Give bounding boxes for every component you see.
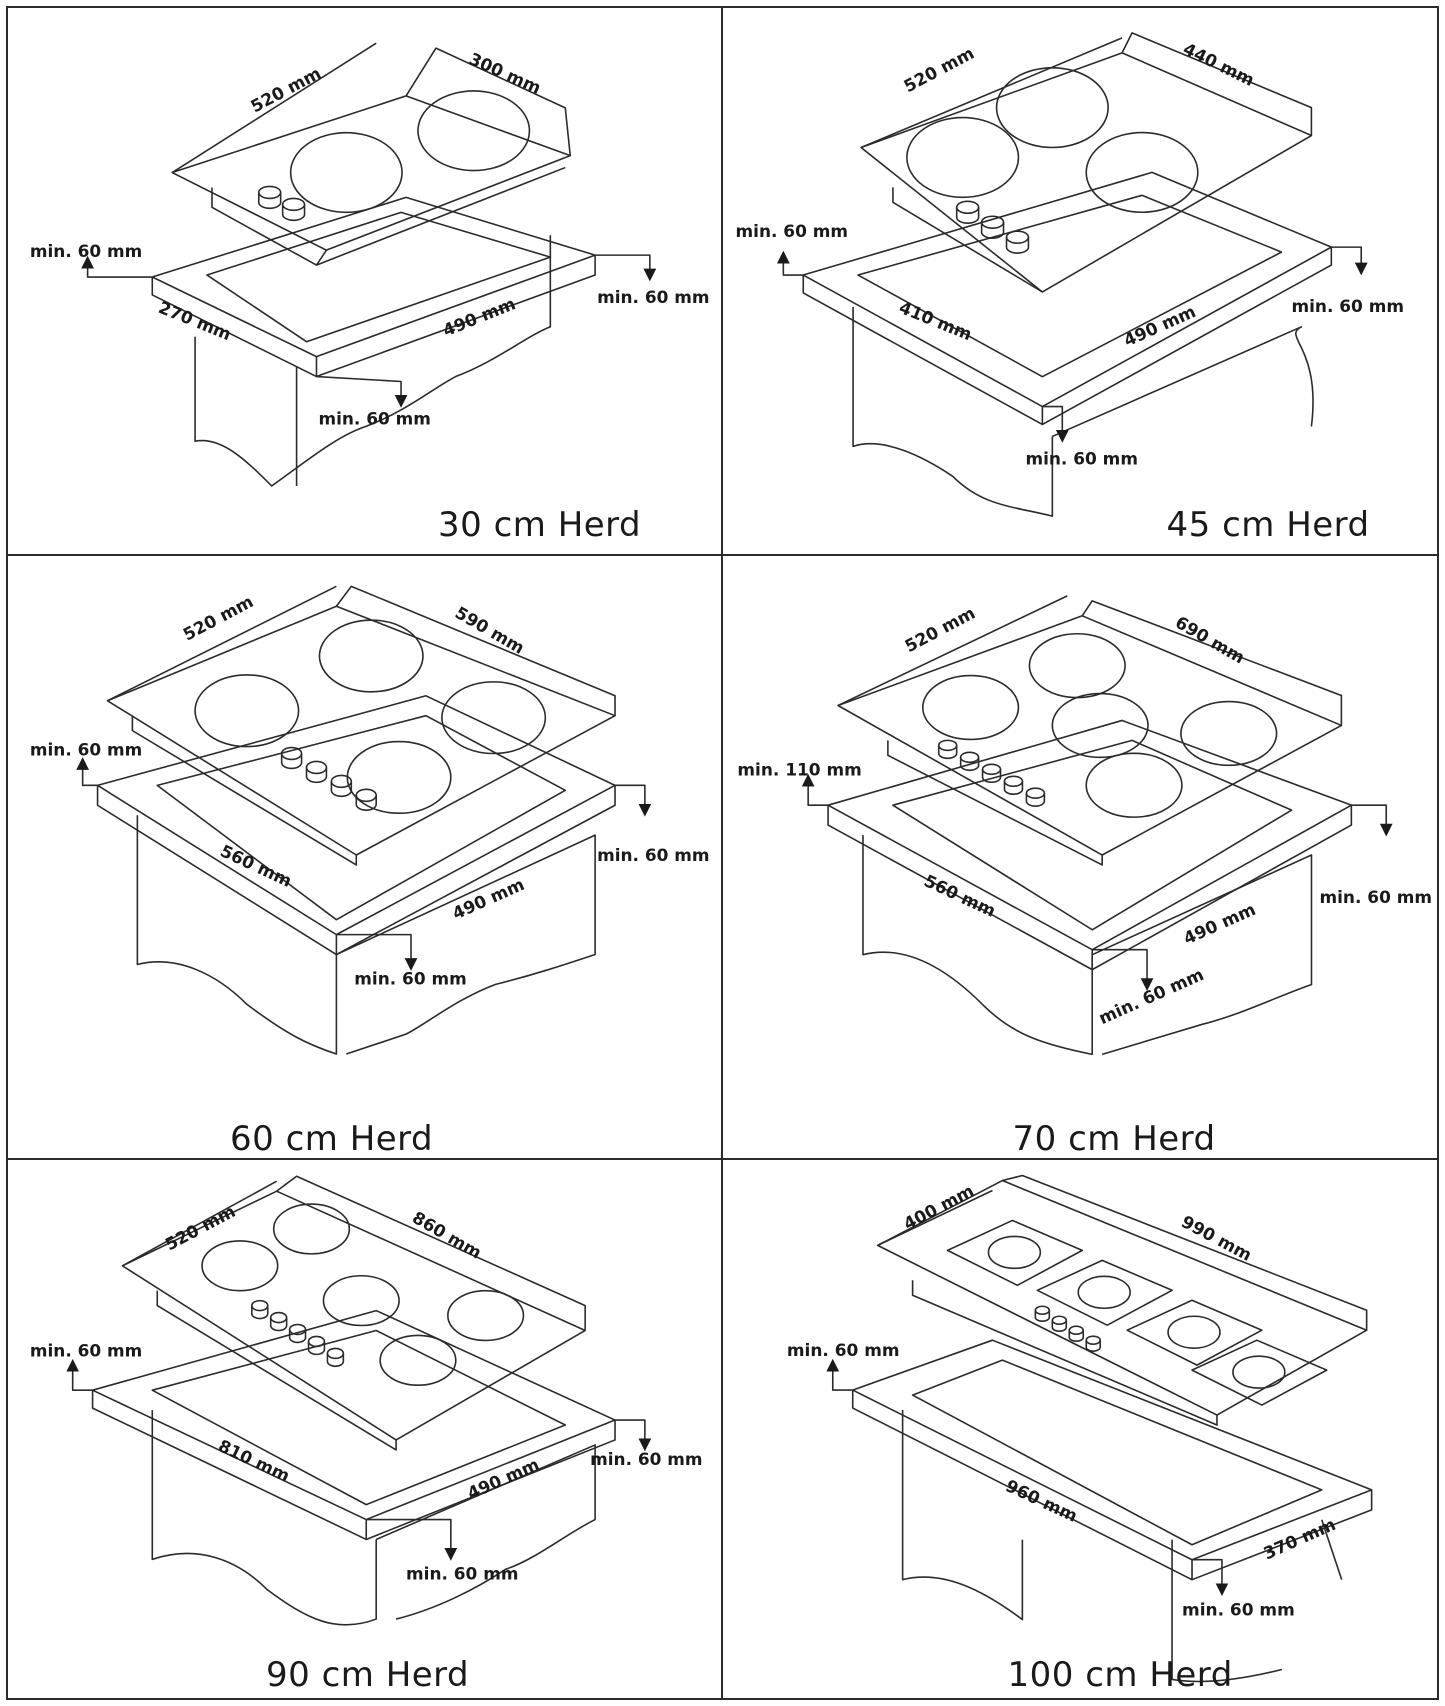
cutout-frame [851, 1339, 1372, 1561]
cutout-width-label: 410 mm [896, 297, 974, 344]
depth-label: 520 mm [901, 603, 978, 657]
panel-90cm: 520 mm 860 mm 810 mm 490 mm min. 60 mm m… [8, 1160, 723, 1698]
hob-dimension-grid: 520 mm 300 mm 270 mm 490 mm min. 60 mm m… [6, 6, 1439, 1700]
panel-title: 100 cm Herd [1007, 1655, 1233, 1695]
clearance-front-label: min. 60 mm [1095, 964, 1206, 1028]
cabinet-outline [151, 1410, 377, 1626]
cutout-depth-label: 490 mm [440, 293, 518, 340]
cutout-frame [91, 1309, 616, 1521]
panel-title: 90 cm Herd [266, 1655, 470, 1695]
panel-45cm: 520 mm 440 mm 410 mm 490 mm min. 60 mm m… [722, 8, 1437, 556]
cutout-width-label: 810 mm [215, 1435, 293, 1485]
clearance-left-label: min. 60 mm [30, 1340, 142, 1360]
clearance-left-label: min. 60 mm [30, 241, 142, 261]
panel-title: 60 cm Herd [230, 1119, 434, 1159]
panel-title: 70 cm Herd [1012, 1119, 1216, 1159]
depth-label: 520 mm [162, 1201, 239, 1255]
clearance-front-label: min. 60 mm [1025, 448, 1138, 468]
clearance-left-label: min. 110 mm [737, 759, 861, 779]
clearance-front-label: min. 60 mm [318, 408, 430, 428]
cabinet-outline [901, 1410, 1023, 1621]
cutout-width-label: 960 mm [1002, 1475, 1080, 1526]
hob-70cm-drawing: 520 mm 690 mm 560 mm 490 mm min. 110 mm … [737, 595, 1432, 1056]
hob-30cm-drawing: 520 mm 300 mm 270 mm 490 mm min. 60 mm m… [30, 42, 710, 487]
cutout-frame [826, 719, 1352, 951]
clearance-right-label: min. 60 mm [1319, 887, 1432, 907]
cabinet-outline [851, 306, 1053, 517]
clearance-left-label: min. 60 mm [735, 221, 848, 241]
hob-top [171, 95, 572, 251]
depth-label: 520 mm [900, 43, 977, 97]
cutout-width-label: 560 mm [217, 841, 295, 891]
clearance-front-label: min. 60 mm [354, 968, 466, 988]
cutout-frame [801, 171, 1332, 408]
clearance-right-label: min. 60 mm [597, 287, 709, 307]
cutout-depth-label: 370 mm [1260, 1514, 1338, 1563]
clearance-front-label: min. 60 mm [1182, 1600, 1295, 1620]
panel-title: 30 cm Herd [438, 505, 642, 545]
panel-100cm: 400 mm 990 mm 960 mm 370 mm min. 60 mm m… [723, 1160, 1438, 1698]
panel-30cm: 520 mm 300 mm 270 mm 490 mm min. 60 mm m… [8, 8, 723, 556]
cutout-depth-label: 490 mm [1120, 301, 1198, 350]
clearance-left-label: min. 60 mm [786, 1340, 899, 1360]
depth-label: 520 mm [180, 591, 257, 645]
panel-60cm: 520 mm 590 mm 560 mm 490 mm min. 60 mm m… [8, 556, 723, 1160]
depth-label: 520 mm [247, 63, 324, 117]
width-label: 590 mm [452, 602, 528, 658]
cabinet-outline [861, 835, 1093, 1056]
hob-90cm-drawing: 520 mm 860 mm 810 mm 490 mm min. 60 mm m… [30, 1175, 703, 1626]
panel-70cm: 520 mm 690 mm 560 mm 490 mm min. 110 mm … [722, 556, 1437, 1160]
width-label: 440 mm [1180, 38, 1258, 90]
panel-title: 45 cm Herd [1166, 505, 1370, 545]
clearance-right-label: min. 60 mm [1291, 296, 1404, 316]
hob-100cm-drawing: 400 mm 990 mm 960 mm 370 mm min. 60 mm m… [786, 1174, 1372, 1683]
cutout-frame [96, 694, 616, 936]
clearance-right-label: min. 60 mm [597, 845, 709, 865]
clearance-right-label: min. 60 mm [590, 1449, 702, 1469]
cabinet-outline [194, 235, 552, 487]
cutout-depth-label: 490 mm [449, 874, 527, 923]
depth-label: 400 mm [900, 1180, 977, 1234]
clearance-front-label: min. 60 mm [406, 1563, 518, 1583]
cutout-depth-label: 490 mm [1180, 899, 1258, 948]
hob-60cm-drawing: 520 mm 590 mm 560 mm 490 mm min. 60 mm m… [30, 585, 710, 1055]
cabinet-outline [136, 815, 338, 1055]
hob-45cm-drawing: 520 mm 440 mm 410 mm 490 mm min. 60 mm m… [735, 32, 1404, 517]
width-label: 860 mm [409, 1207, 485, 1263]
hob-top [106, 605, 616, 856]
clearance-left-label: min. 60 mm [30, 739, 142, 759]
